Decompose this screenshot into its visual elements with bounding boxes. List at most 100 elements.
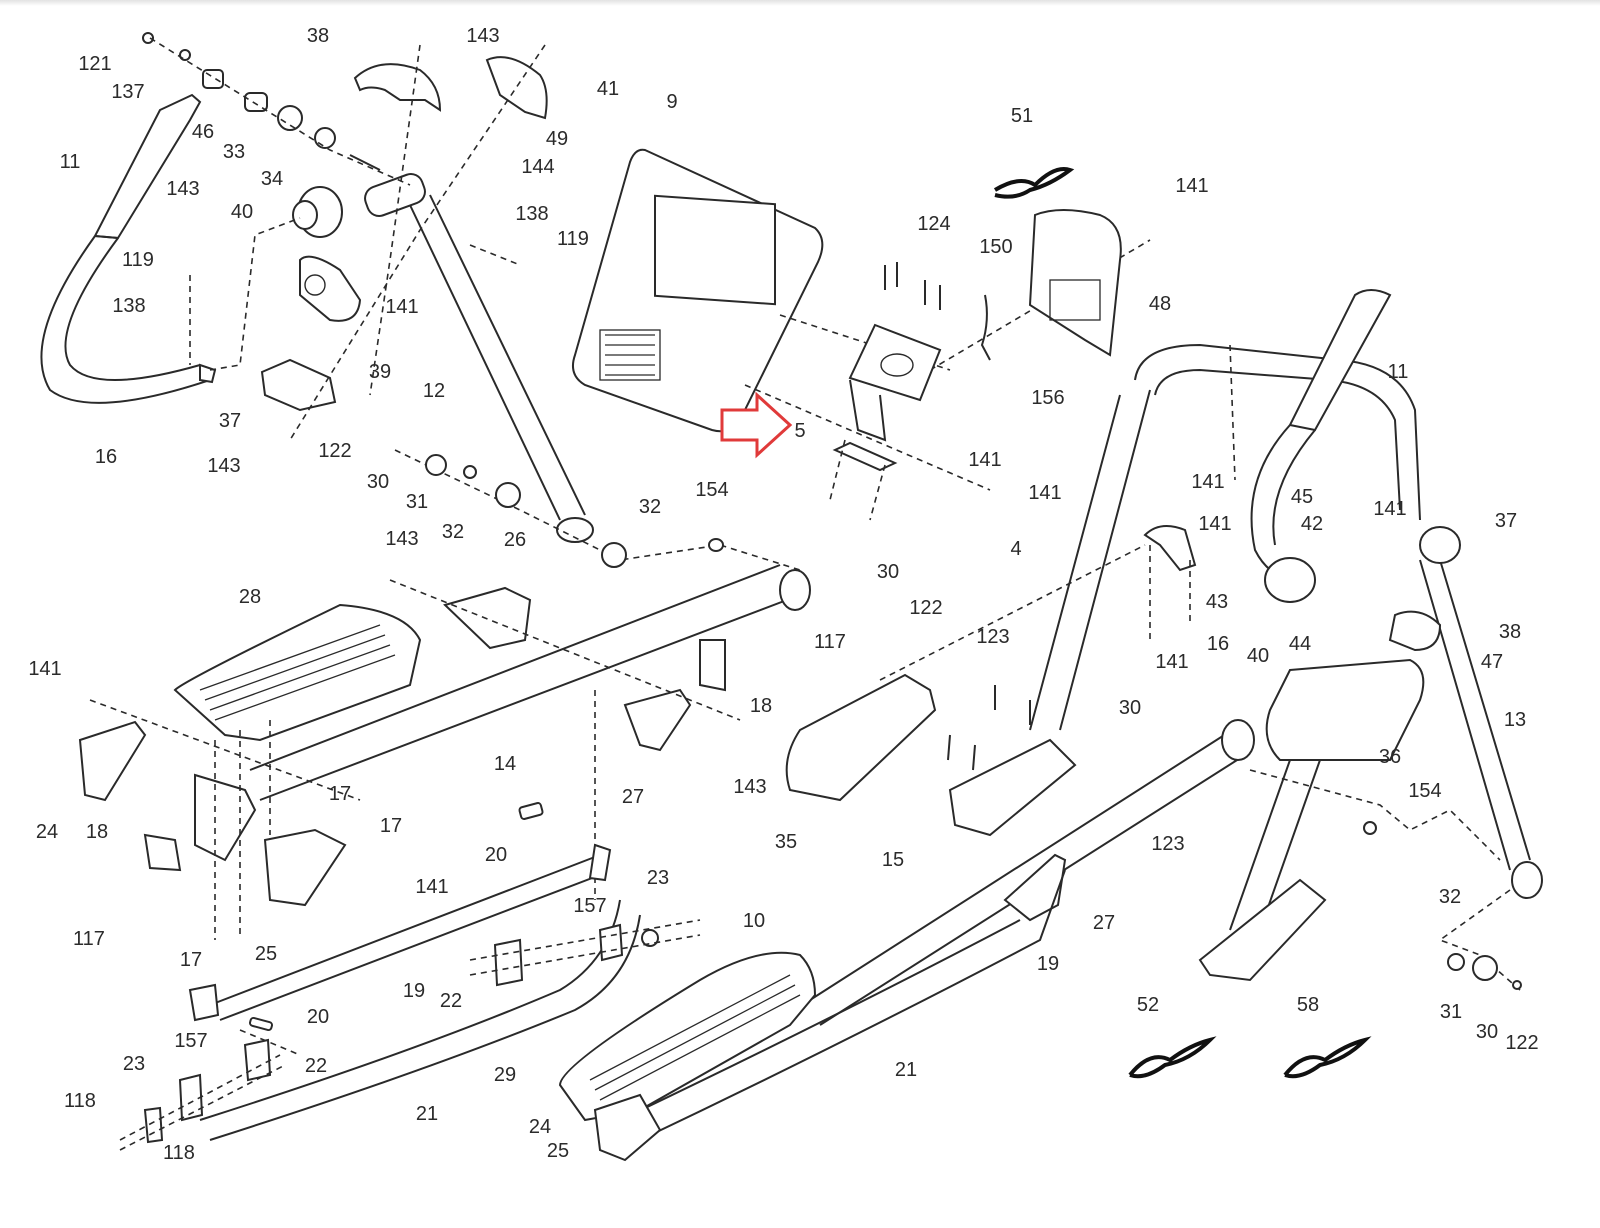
callout-label-c-150: 150 bbox=[979, 236, 1012, 258]
callout-label-c-124: 124 bbox=[917, 213, 950, 235]
callout-label-c-30d: 30 bbox=[1476, 1021, 1498, 1043]
part-150-wire bbox=[980, 294, 991, 361]
callout-label-c-20b: 20 bbox=[307, 1006, 329, 1028]
callout-label-c-122b: 122 bbox=[909, 597, 942, 619]
part-40-left-grip-cap bbox=[292, 186, 343, 238]
callout-label-c-36: 36 bbox=[1379, 746, 1401, 768]
callout-label-c-12: 12 bbox=[423, 380, 445, 402]
callout-label-c-28: 28 bbox=[239, 586, 261, 608]
callout-label-c-141a: 141 bbox=[385, 296, 418, 318]
callout-label-c-39: 39 bbox=[369, 361, 391, 383]
callout-label-c-33: 33 bbox=[223, 141, 245, 163]
part-35-right-cover bbox=[785, 673, 937, 802]
callout-label-c-141c: 141 bbox=[968, 449, 1001, 471]
callout-label-c-141g: 141 bbox=[1373, 498, 1406, 520]
callout-label-c-32c: 32 bbox=[1439, 886, 1461, 908]
callout-label-c-24a: 24 bbox=[36, 821, 58, 843]
part-4-frame-upright bbox=[948, 343, 1421, 837]
callout-label-c-27b: 27 bbox=[1093, 912, 1115, 934]
callout-label-c-45: 45 bbox=[1291, 486, 1313, 508]
callout-label-c-143a: 143 bbox=[466, 25, 499, 47]
part-5-console-bracket bbox=[829, 323, 942, 521]
callout-label-c-141b: 141 bbox=[1175, 175, 1208, 197]
callout-label-c-15: 15 bbox=[882, 849, 904, 871]
callout-label-c-18b: 18 bbox=[86, 821, 108, 843]
callout-label-c-22b: 22 bbox=[305, 1055, 327, 1077]
callout-label-c-47: 47 bbox=[1481, 651, 1503, 673]
callout-label-c-154a: 154 bbox=[695, 479, 728, 501]
callout-label-c-52: 52 bbox=[1137, 994, 1159, 1016]
callout-label-c-23a: 23 bbox=[647, 867, 669, 889]
part-21-right-lower-rail bbox=[619, 869, 1066, 1141]
part-58-cable bbox=[1283, 1036, 1372, 1079]
callout-label-c-16b: 16 bbox=[1207, 633, 1229, 655]
part-51-cable bbox=[993, 167, 1075, 199]
part-27-right-bracket bbox=[1003, 853, 1067, 922]
callout-label-c-22a: 22 bbox=[440, 990, 462, 1012]
callout-label-c-118a: 118 bbox=[64, 1090, 96, 1112]
callout-label-c-122c: 122 bbox=[1505, 1032, 1538, 1054]
red-outline-arrow-right-icon bbox=[720, 391, 793, 459]
callout-label-c-138b: 138 bbox=[112, 295, 145, 317]
callout-label-c-37a: 37 bbox=[219, 410, 241, 432]
callout-label-c-51: 51 bbox=[1011, 105, 1033, 127]
callout-label-c-122a: 122 bbox=[318, 440, 351, 462]
callout-label-c-141h: 141 bbox=[1155, 651, 1188, 673]
callout-label-c-37b: 37 bbox=[1495, 510, 1517, 532]
callout-label-c-23b: 23 bbox=[123, 1053, 145, 1075]
callout-label-c-157b: 157 bbox=[174, 1030, 207, 1052]
callout-label-c-9: 9 bbox=[666, 91, 677, 113]
part-11-left-upper-handle bbox=[93, 93, 202, 240]
callout-label-c-143e: 143 bbox=[733, 776, 766, 798]
callout-label-c-16a: 16 bbox=[95, 446, 117, 468]
callout-label-c-10: 10 bbox=[743, 910, 765, 932]
callout-label-c-32a: 32 bbox=[442, 521, 464, 543]
callout-label-c-21a: 21 bbox=[895, 1059, 917, 1081]
callout-label-c-141f: 141 bbox=[1198, 513, 1231, 535]
callout-label-c-34: 34 bbox=[261, 168, 283, 190]
part-52-cable bbox=[1128, 1036, 1217, 1079]
callout-label-c-48: 48 bbox=[1149, 293, 1171, 315]
callout-label-c-144: 144 bbox=[521, 156, 554, 178]
callout-label-c-143d: 143 bbox=[385, 528, 418, 550]
callout-label-c-40a: 40 bbox=[231, 201, 253, 223]
callout-label-c-25a: 25 bbox=[255, 943, 277, 965]
right-hardware bbox=[947, 685, 1522, 990]
part-14-left-pedal-arm bbox=[249, 564, 811, 801]
bearing-parts-46-33-34 bbox=[142, 32, 336, 149]
callout-label-c-24b: 24 bbox=[529, 1116, 551, 1138]
callout-label-c-118b: 118 bbox=[163, 1142, 195, 1164]
callout-label-c-21b: 21 bbox=[416, 1103, 438, 1125]
callout-label-c-38b: 38 bbox=[1499, 621, 1521, 643]
part-28-left-pedal bbox=[173, 603, 422, 742]
callout-label-c-123a: 123 bbox=[976, 626, 1009, 648]
callout-label-c-141e: 141 bbox=[1191, 471, 1224, 493]
callout-label-c-121: 121 bbox=[78, 53, 111, 75]
callout-label-c-17b: 17 bbox=[380, 815, 402, 837]
left-handle-dashed-paths bbox=[149, 37, 801, 571]
callout-label-c-117b: 117 bbox=[73, 928, 105, 950]
part-36-shroud bbox=[1265, 658, 1425, 761]
callout-label-c-46: 46 bbox=[192, 121, 214, 143]
part-39-left-cover bbox=[299, 255, 362, 322]
callout-label-c-157a: 157 bbox=[573, 895, 606, 917]
part-12-left-arm bbox=[349, 154, 594, 543]
part-24-left-end-cap bbox=[78, 720, 147, 802]
callout-label-c-31a: 31 bbox=[406, 491, 428, 513]
callout-label-c-137: 137 bbox=[111, 81, 144, 103]
rear-foot-assembly bbox=[1198, 759, 1327, 982]
callout-label-c-4: 4 bbox=[1010, 538, 1021, 560]
callout-label-c-40b: 40 bbox=[1247, 645, 1269, 667]
callout-label-c-14: 14 bbox=[494, 753, 516, 775]
part-38-left-top-cap bbox=[353, 63, 442, 112]
callout-label-c-32b: 32 bbox=[639, 496, 661, 518]
callout-label-c-141i: 141 bbox=[28, 658, 61, 680]
left-rail-hardware bbox=[119, 802, 701, 1151]
callout-label-c-11a: 11 bbox=[60, 151, 81, 173]
callout-label-c-30b: 30 bbox=[877, 561, 899, 583]
callout-label-c-30a: 30 bbox=[367, 471, 389, 493]
callout-label-c-49: 49 bbox=[546, 128, 568, 150]
part-48-rear-shroud bbox=[1028, 209, 1122, 357]
callout-label-c-17a: 17 bbox=[329, 783, 351, 805]
